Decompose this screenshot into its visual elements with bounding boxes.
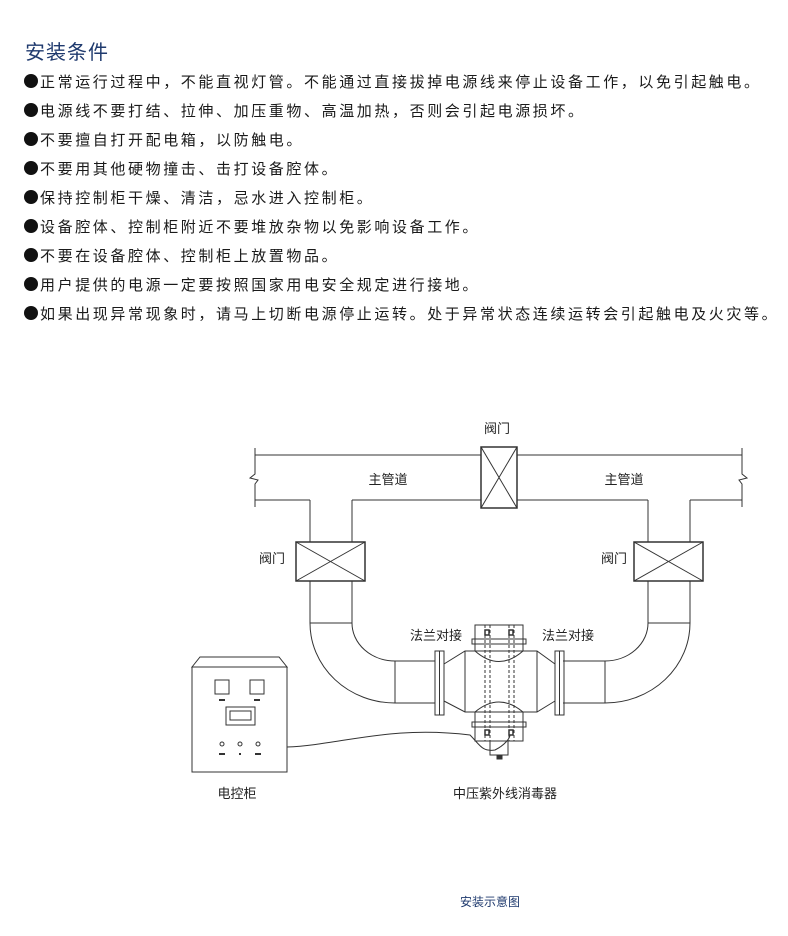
valve-top-label: 阀门 xyxy=(484,422,510,437)
bullet-icon xyxy=(24,306,38,320)
main-pipe-right-label: 主管道 xyxy=(604,473,643,488)
flange-left-label: 法兰对接 xyxy=(410,628,462,644)
rule-text: 电源线不要打结、拉伸、加压重物、高温加热，否则会引起电源损坏。 xyxy=(40,102,586,120)
rule-text: 正常运行过程中，不能直视灯管。不能通过直接拔掉电源线来停止设备工作，以免引起触电… xyxy=(40,73,762,91)
rule-text: 如果出现异常现象时，请马上切断电源停止运转。处于异常状态连续运转会引起触电及火灾… xyxy=(40,305,780,323)
valve-right xyxy=(633,541,704,582)
uv-sterilizer xyxy=(434,624,565,760)
list-item: 保持控制柜干燥、清洁，忌水进入控制柜。 xyxy=(24,186,779,215)
list-item: 不要擅自打开配电箱，以防触电。 xyxy=(24,128,779,157)
bullet-icon xyxy=(24,248,38,262)
rule-text: 不要擅自打开配电箱，以防触电。 xyxy=(40,131,305,149)
list-item: 设备腔体、控制柜附近不要堆放杂物以免影响设备工作。 xyxy=(24,215,779,244)
bullet-icon xyxy=(24,277,38,291)
right-branch-pipe xyxy=(563,500,691,704)
valve-top xyxy=(480,446,518,509)
bullet-icon xyxy=(24,103,38,117)
rule-text: 不要用其他硬物撞击、击打设备腔体。 xyxy=(40,160,340,178)
control-cabinet xyxy=(190,656,289,773)
installation-rules-list: 正常运行过程中，不能直视灯管。不能通过直接拔掉电源线来停止设备工作，以免引起触电… xyxy=(24,70,779,331)
power-cable xyxy=(286,731,511,751)
rule-text: 设备腔体、控制柜附近不要堆放杂物以免影响设备工作。 xyxy=(40,218,481,236)
bullet-icon xyxy=(24,74,38,88)
list-item: 不要用其他硬物撞击、击打设备腔体。 xyxy=(24,157,779,186)
control-cabinet-label: 电控柜 xyxy=(217,787,256,802)
rule-text: 保持控制柜干燥、清洁，忌水进入控制柜。 xyxy=(40,189,375,207)
bullet-icon xyxy=(24,219,38,233)
valve-left-label: 阀门 xyxy=(259,552,285,567)
sterilizer-label: 中压紫外线消毒器 xyxy=(453,787,557,802)
bullet-icon xyxy=(24,132,38,146)
bullet-icon xyxy=(24,161,38,175)
list-item: 用户提供的电源一定要按照国家用电安全规定进行接地。 xyxy=(24,273,779,302)
list-item: 不要在设备腔体、控制柜上放置物品。 xyxy=(24,244,779,273)
bullet-icon xyxy=(24,190,38,204)
list-item: 如果出现异常现象时，请马上切断电源停止运转。处于异常状态连续运转会引起触电及火灾… xyxy=(24,302,779,331)
list-item: 正常运行过程中，不能直视灯管。不能通过直接拔掉电源线来停止设备工作，以免引起触电… xyxy=(24,70,779,99)
section-title: 安装条件 xyxy=(25,40,109,64)
valve-right-label: 阀门 xyxy=(601,552,627,567)
rule-text: 不要在设备腔体、控制柜上放置物品。 xyxy=(40,247,340,265)
main-pipe-left-label: 主管道 xyxy=(368,473,407,488)
valve-left xyxy=(295,541,366,582)
flange-right-label: 法兰对接 xyxy=(542,628,594,644)
diagram-caption: 安装示意图 xyxy=(459,895,520,909)
list-item: 电源线不要打结、拉伸、加压重物、高温加热，否则会引起电源损坏。 xyxy=(24,99,779,128)
main-pipe xyxy=(248,448,749,507)
left-branch-pipe xyxy=(309,500,435,704)
rule-text: 用户提供的电源一定要按照国家用电安全规定进行接地。 xyxy=(40,276,481,294)
